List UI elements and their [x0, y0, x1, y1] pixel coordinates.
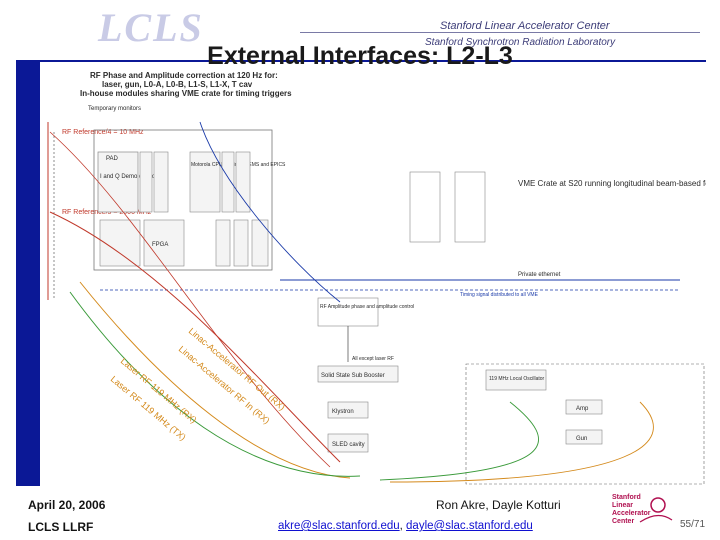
wire-orange-1 — [79, 281, 351, 479]
header-rule — [300, 32, 700, 33]
osc-box — [485, 369, 547, 391]
footer-authors: Ron Akre, Dayle Kotturi — [436, 498, 561, 512]
lcls-logo: LCLS — [98, 5, 204, 50]
gun-box — [565, 429, 603, 445]
wire-red-1 — [49, 211, 341, 463]
cpu-module — [189, 151, 221, 213]
slac-logo-line-4: Center — [612, 518, 635, 525]
pad-label: PAD — [106, 156, 119, 162]
slac-logo-line-1: Stanford — [612, 494, 641, 501]
email-separator: , — [399, 520, 407, 532]
vme-slot-1 — [409, 171, 441, 243]
slac-logo-line-3: Accelerator — [612, 510, 651, 517]
email-link-akre[interactable]: akre@slac.stanford.edu — [278, 520, 400, 532]
temporary-monitors-label: Temporary monitors — [88, 106, 141, 112]
footer-group: LCLS LLRF — [28, 520, 94, 534]
fpga-module — [143, 219, 185, 267]
footer-date: April 20, 2006 — [28, 498, 106, 512]
gun-label: Gun — [576, 436, 587, 442]
page-number: 55/71 — [680, 519, 706, 530]
slot-module-7 — [251, 219, 269, 267]
private-ethernet-label: Private ethernet — [518, 272, 561, 278]
slot-module-6 — [233, 219, 249, 267]
fpga-label: FPGA — [152, 242, 168, 248]
slot-module-3 — [221, 151, 235, 213]
slac-logo-text: Stanford Linear Accelerator Center — [612, 494, 651, 526]
wire-orange-2 — [389, 401, 654, 483]
iq-mod-label: I and Q Demo dulator — [100, 174, 157, 180]
cavity-label: SLED cavity — [332, 442, 365, 448]
top-note-line-2: laser, gun, L0-A, L0-B, L1-S, L1-X, T ca… — [102, 80, 253, 89]
ssb-box — [317, 365, 399, 383]
module-rack — [93, 129, 273, 271]
org-line-1: Stanford Linear Accelerator Center — [440, 20, 610, 32]
slac-logo-ring — [650, 497, 666, 513]
sled-cavity-box — [327, 433, 369, 453]
slac-logo-line-2: Linear — [612, 502, 634, 509]
osc-label: 119 MHz Local Oscillator — [489, 376, 545, 382]
slot-module-2 — [153, 151, 169, 213]
rf-reference-2: RF Reference/5 = 2000 MHz — [62, 209, 152, 216]
slot-module-1 — [139, 151, 153, 213]
footer-emails: akre@slac.stanford.edu, dayle@slac.stanf… — [278, 520, 533, 532]
org-line-2: Stanford Synchrotron Radiation Laborator… — [425, 37, 616, 48]
cpu-module-2 — [99, 219, 141, 267]
top-note-line-1: RF Phase and Amplitude correction at 120… — [90, 71, 278, 80]
klystron-box — [327, 401, 369, 419]
rf-reference-1: RF Reference/4 = 10 MHz — [62, 129, 144, 136]
pad-module — [97, 151, 139, 213]
slac-logo-arc — [639, 514, 673, 523]
rf-amp-box — [317, 297, 379, 327]
klystron-label: Klystron — [332, 409, 354, 415]
amp-box — [565, 399, 603, 415]
email-link-kotturi[interactable]: dayle@slac.stanford.edu — [406, 520, 533, 532]
top-note-line-3: In-house modules sharing VME crate for t… — [80, 89, 292, 98]
timing-label: Timing signal distributed to all VME — [460, 292, 539, 298]
slac-logo — [600, 492, 675, 530]
oscillator-panel — [465, 363, 705, 485]
wire-red-2 — [49, 131, 331, 468]
slide-title: External Interfaces: L2-L3 — [207, 42, 513, 70]
rf-amp-label: RF Amplitude phase and amplitude control — [320, 304, 414, 310]
wire-green-1 — [69, 291, 361, 477]
slot-module-4 — [235, 151, 251, 213]
vme-slot-2 — [454, 171, 486, 243]
wire-blue-1 — [199, 121, 341, 303]
slide-header: LCLS Stanford Linear Accelerator Center … — [0, 0, 720, 60]
amp-label: Amp — [576, 406, 589, 412]
vme-crate-label: VME Crate at S20 running longitudinal be… — [518, 179, 706, 188]
interface-diagram: RF Phase and Amplitude correction at 120… — [40, 62, 720, 486]
all-except-laser-label: All except laser RF — [352, 356, 394, 362]
wire-green-2 — [379, 401, 539, 481]
ssb-label: Solid State Sub Booster — [321, 373, 385, 379]
slot-module-5 — [215, 219, 231, 267]
